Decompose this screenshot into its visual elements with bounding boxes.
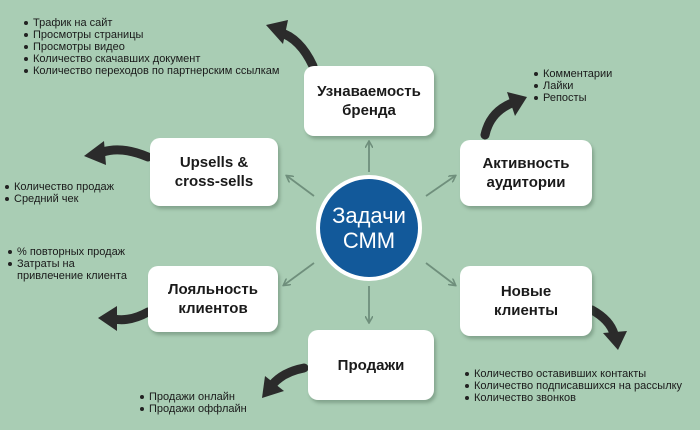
list-item: Просмотры видео (24, 41, 309, 53)
metrics-list-loyalty: % повторных продаж Затраты на привлечени… (8, 246, 143, 282)
list-item: Затраты на привлечение клиента (8, 258, 143, 282)
node-new-clients: Новые клиенты (460, 266, 592, 336)
curved-arrows (84, 20, 627, 398)
metrics-list-activity: Комментарии Лайки Репосты (534, 68, 684, 104)
node-sales: Продажи (308, 330, 434, 400)
metrics-list-brand: Трафик на сайт Просмотры страницы Просмо… (24, 17, 309, 77)
list-item: Количество переходов по партнерским ссыл… (24, 65, 309, 77)
list-item: Количество скачавших документ (24, 53, 309, 65)
curved-arrow-brand (266, 20, 318, 71)
curved-arrow-sales (262, 363, 309, 398)
node-upsells-cross-sells: Upsells & cross-sells (150, 138, 278, 206)
list-item: % повторных продаж (8, 246, 143, 258)
connector-arrow-activity (425, 176, 455, 197)
list-item: Количество оставивших контакты (465, 368, 695, 380)
curved-arrow-loyalty (98, 306, 153, 331)
metrics-list-new-clients: Количество оставивших контакты Количеств… (465, 368, 695, 404)
list-item: Продажи онлайн (140, 391, 290, 403)
connector-arrow-upsells (287, 176, 315, 197)
list-item: Репосты (534, 92, 684, 104)
list-item: Лайки (534, 80, 684, 92)
list-item: Комментарии (534, 68, 684, 80)
curved-arrow-new-clients (587, 305, 627, 350)
list-item: Количество звонков (465, 392, 695, 404)
connector-arrow-new-clients (425, 262, 455, 285)
curved-arrow-activity (480, 92, 527, 140)
list-item: Количество продаж (5, 181, 140, 193)
center-topic: Задачи СММ (316, 175, 422, 281)
node-brand-awareness: Узнаваемость бренда (304, 66, 434, 136)
curved-arrow-upsells (84, 141, 153, 165)
list-item: Трафик на сайт (24, 17, 309, 29)
connector-arrows (284, 142, 455, 322)
list-item: Продажи оффлайн (140, 403, 290, 415)
connector-arrow-loyalty (284, 262, 315, 285)
list-item: Средний чек (5, 193, 140, 205)
node-customer-loyalty: Лояльность клиентов (148, 266, 278, 332)
node-audience-activity: Активность аудитории (460, 140, 592, 206)
list-item: Количество подписавшихся на рассылку (465, 380, 695, 392)
metrics-list-sales: Продажи онлайн Продажи оффлайн (140, 391, 290, 415)
list-item: Просмотры страницы (24, 29, 309, 41)
metrics-list-upsells: Количество продаж Средний чек (5, 181, 140, 205)
